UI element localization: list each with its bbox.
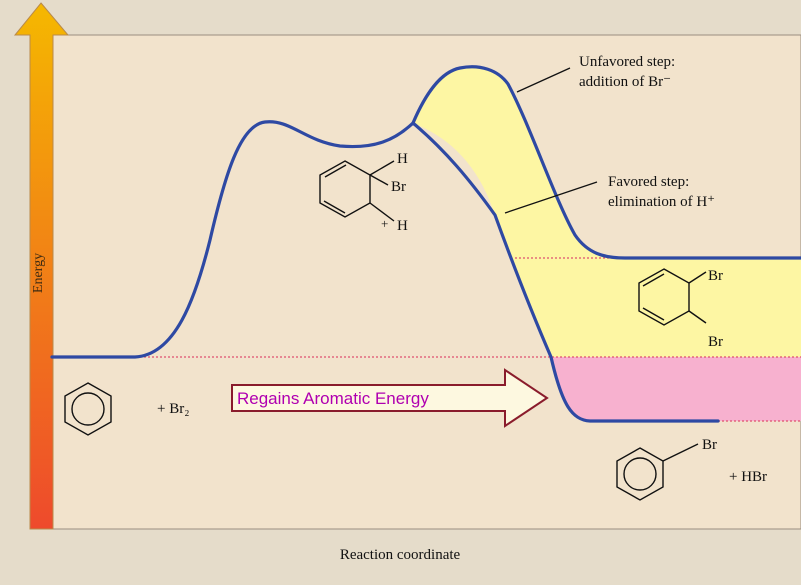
addition-product-structure bbox=[638, 268, 707, 326]
substitution-product-hbr: + HBr bbox=[729, 469, 767, 485]
intermediate-h-bottom: H bbox=[397, 218, 408, 234]
energy-axis-arrow bbox=[13, 2, 70, 530]
intermediate-br: Br bbox=[391, 179, 406, 195]
addition-product-br-bottom: Br bbox=[708, 334, 723, 350]
favored-step-detail: elimination of H⁺ bbox=[608, 194, 715, 210]
intermediate-h-top: H bbox=[397, 151, 408, 167]
energy-axis-label: Energy bbox=[31, 253, 46, 293]
addition-product-br-top: Br bbox=[708, 268, 723, 284]
reactant-bromine-label: + Br₂ bbox=[157, 401, 189, 417]
bromobenzene-structure bbox=[616, 443, 699, 501]
arenium-ion-structure bbox=[319, 160, 395, 222]
benzene-reactant bbox=[64, 382, 112, 436]
addition-path-curve bbox=[411, 65, 801, 260]
unfavored-step-label: Unfavored step: bbox=[579, 54, 675, 70]
aromatic-energy-callout-text: Regains Aromatic Energy bbox=[237, 389, 429, 408]
x-axis-label: Reaction coordinate bbox=[340, 547, 461, 563]
substitution-path-curve bbox=[50, 120, 720, 423]
intermediate-plus: + bbox=[381, 216, 388, 231]
favored-leader-line bbox=[504, 181, 598, 214]
aromatic-energy-callout-arrow bbox=[231, 368, 549, 428]
favored-step-label: Favored step: bbox=[608, 174, 689, 190]
unfavored-energy-region bbox=[413, 66, 801, 357]
aromatic-energy-region bbox=[551, 357, 801, 421]
unfavored-leader-line bbox=[516, 67, 571, 93]
substitution-product-br: Br bbox=[702, 437, 717, 453]
unfavored-step-detail: addition of Br⁻ bbox=[579, 74, 671, 90]
